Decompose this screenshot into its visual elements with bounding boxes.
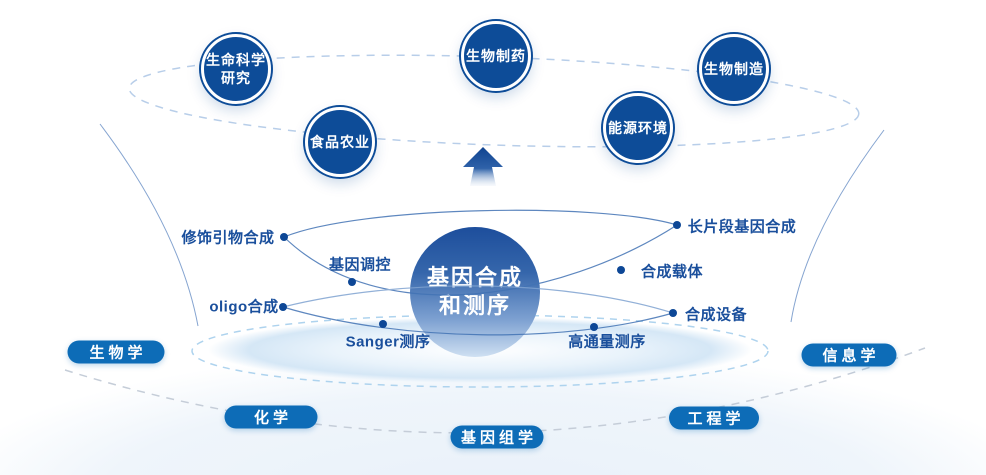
orbit-dot-long-fragment [673, 221, 681, 229]
label-oligo-synthesis: oligo合成 [209, 298, 279, 316]
orbit-dot-oligo [279, 303, 287, 311]
label-long-fragment-gene-synthesis: 长片段基因合成 [687, 218, 797, 236]
center-node-label: 基因合成 和测序 [426, 264, 523, 318]
bottom-wash-ellipse [0, 348, 986, 475]
app-node-label: 能源环境 [608, 119, 668, 136]
funnel-line-left [99, 123, 199, 327]
orbit-dot-gene-regulation [348, 278, 356, 286]
pill-genomics: 基因组学 [450, 425, 544, 449]
app-node-label: 生物制药 [466, 47, 526, 64]
app-node-label: 生物制造 [704, 60, 764, 77]
funnel-line-right [790, 129, 885, 323]
pill-chemistry: 化学 [224, 405, 318, 429]
app-node-biopharmaceuticals: 生物制药 [461, 21, 531, 91]
app-node-label: 生命科学 研究 [206, 51, 266, 86]
label-gene-regulation: 基因调控 [328, 256, 392, 274]
orbit-dot-equipment [669, 309, 677, 317]
app-node-label: 食品农业 [310, 133, 370, 150]
label-high-throughput-sequencing: 高通量测序 [568, 333, 646, 351]
app-node-life-science-research: 生命科学 研究 [201, 34, 271, 104]
orbit-dot-vector [617, 266, 625, 274]
pill-biology: 生物学 [67, 340, 165, 364]
pill-informatics: 信息学 [801, 343, 897, 367]
label-modified-primer-synthesis: 修饰引物合成 [181, 229, 275, 247]
label-sanger-sequencing: Sanger测序 [345, 333, 431, 351]
up-arrow-icon [463, 147, 503, 186]
bottom-dashed-arc [64, 347, 926, 434]
pill-engineering: 工程学 [669, 406, 759, 430]
app-node-biomanufacturing: 生物制造 [699, 34, 769, 104]
app-node-food-agriculture: 食品农业 [305, 107, 375, 177]
orbit-dot-modified-primer [280, 233, 288, 241]
orbit-dot-sanger [379, 320, 387, 328]
app-node-energy-environment: 能源环境 [603, 93, 673, 163]
label-synthetic-vector: 合成载体 [640, 263, 704, 281]
label-synthesis-equipment: 合成设备 [684, 306, 748, 324]
